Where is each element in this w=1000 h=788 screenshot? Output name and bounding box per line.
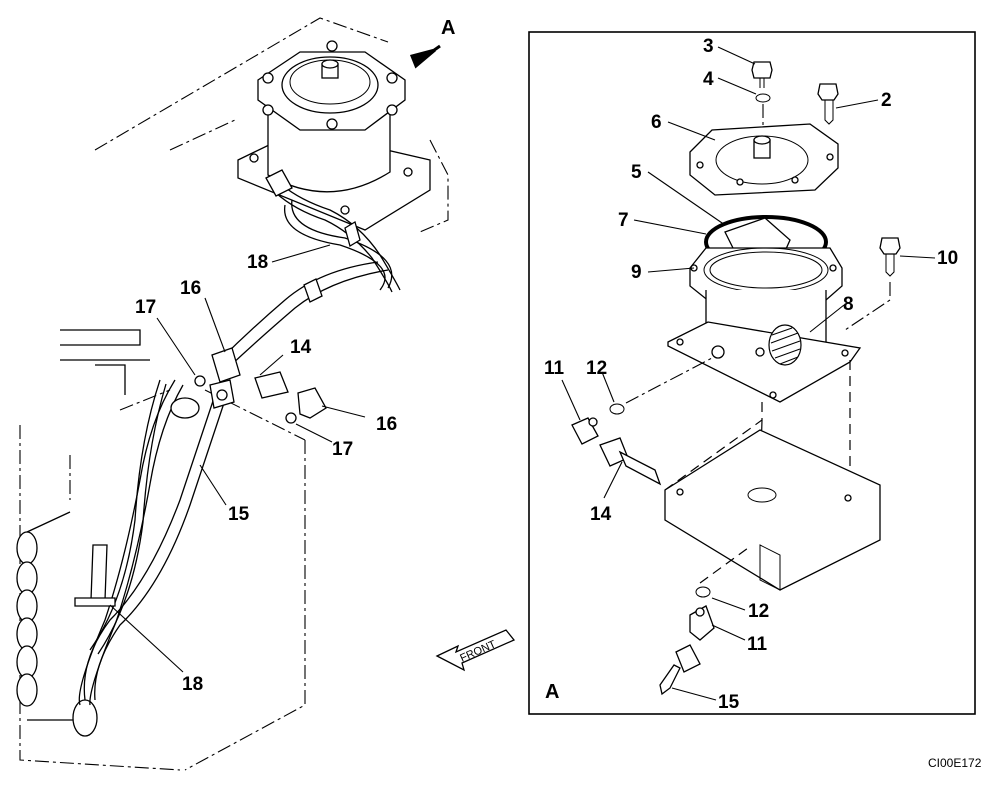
tank-assembly-main [237,40,431,231]
callout-6: 6 [651,112,662,133]
callout-14-main: 14 [290,337,312,358]
callout-17-left: 17 [135,297,156,318]
leader-lines-detail [561,46,936,701]
callout-14-detail: 14 [590,504,612,525]
arrow-view-a-indicator [409,44,441,69]
callout-15-detail: 15 [718,692,740,713]
view-a-label: A [441,17,455,39]
callout-16-left: 16 [180,278,201,299]
callout-12-detail-bottom: 12 [748,601,769,622]
leader-lines-main [109,244,366,673]
detail-view-label: A [545,681,559,703]
callout-16-right: 16 [376,414,397,435]
callout-8: 8 [843,294,854,315]
hose-assembly-main [74,169,401,706]
callout-15-main: 15 [228,504,250,525]
callout-18-upper: 18 [247,252,268,273]
radiator-tubes-left [16,511,98,737]
callout-11-detail-top: 11 [544,358,565,379]
callout-12-detail-top: 12 [586,358,607,379]
callout-11-detail-bottom: 11 [747,634,768,655]
callout-3: 3 [703,36,714,57]
callout-17-right: 17 [332,439,353,460]
figure-code: CI00E172 [928,756,982,770]
callout-18-lower: 18 [182,674,203,695]
callout-9: 9 [631,262,642,283]
callout-5: 5 [631,162,642,183]
callout-2: 2 [881,90,892,111]
detail-view-frame [528,31,976,715]
machine-frame-outline [19,17,449,771]
detail-parts [571,61,901,696]
fittings-main [194,347,327,424]
callout-10: 10 [937,248,958,269]
front-direction-arrow: FRONT [435,629,516,672]
callout-7: 7 [618,210,629,231]
callout-4: 4 [703,69,714,90]
